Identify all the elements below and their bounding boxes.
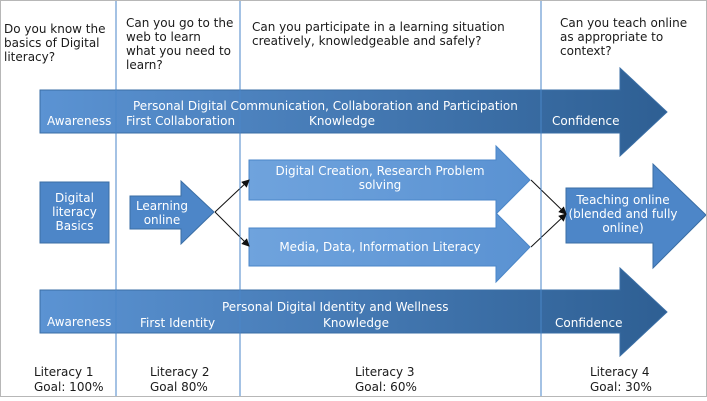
literacy-level-4-goal: Goal: 30% xyxy=(590,380,652,394)
media-arrow xyxy=(248,211,531,284)
top-arrow-title: Personal Digital Communication, Collabor… xyxy=(133,99,518,113)
basics-box xyxy=(39,181,110,244)
learning-arrow xyxy=(129,179,215,246)
bottom-stage-knowledge: Knowledge xyxy=(323,316,389,330)
bottom-stage-first-identity: First Identity xyxy=(140,316,216,330)
media-label: Media, Data, Information Literacy xyxy=(279,240,481,254)
learning-label: Learning online xyxy=(135,199,189,227)
creation-label: Digital Creation, Research Problem solvi… xyxy=(275,164,485,192)
literacy-level-3-goal: Goal: 60% xyxy=(355,380,417,394)
bottom-stage-confidence: Confidence xyxy=(555,316,623,330)
connector-arrow xyxy=(214,179,250,213)
literacy-level-2-name: Literacy 2 xyxy=(150,365,210,379)
connector-arrow xyxy=(530,213,567,248)
literacy-level-4-name: Literacy 4 xyxy=(590,365,650,379)
connector-arrow xyxy=(530,179,567,215)
top-stage-confidence: Confidence xyxy=(552,114,620,128)
top-stage-knowledge: Knowledge xyxy=(309,114,375,128)
connector-arrow xyxy=(214,211,250,247)
question-1: Do you know the basics of Digital litera… xyxy=(4,22,106,64)
bottom-progress-arrow xyxy=(39,266,668,358)
basics-label: Digital literacy Basics xyxy=(52,191,97,233)
top-stage-first-collaboration: First Collaboration xyxy=(126,114,236,128)
question-4: Can you teach online as appropriate to c… xyxy=(560,16,688,58)
top-stage-awareness: Awareness xyxy=(47,114,112,128)
top-progress-arrow xyxy=(39,66,668,158)
bottom-stage-awareness: Awareness xyxy=(47,315,112,329)
teaching-label: Teaching online (blended and fully onlin… xyxy=(568,193,678,235)
creation-arrow xyxy=(248,144,531,216)
bottom-arrow-title: Personal Digital Identity and Wellness xyxy=(222,300,449,314)
literacy-level-1-name: Literacy 1 xyxy=(34,365,94,379)
literacy-level-2-goal: Goal 80% xyxy=(150,380,208,394)
literacy-level-1-goal: Goal: 100% xyxy=(34,380,104,394)
question-3: Can you participate in a learning situat… xyxy=(252,20,505,48)
literacy-level-3-name: Literacy 3 xyxy=(355,365,415,379)
question-2: Can you go to the web to learn what you … xyxy=(126,16,234,72)
teaching-arrow xyxy=(565,162,707,270)
